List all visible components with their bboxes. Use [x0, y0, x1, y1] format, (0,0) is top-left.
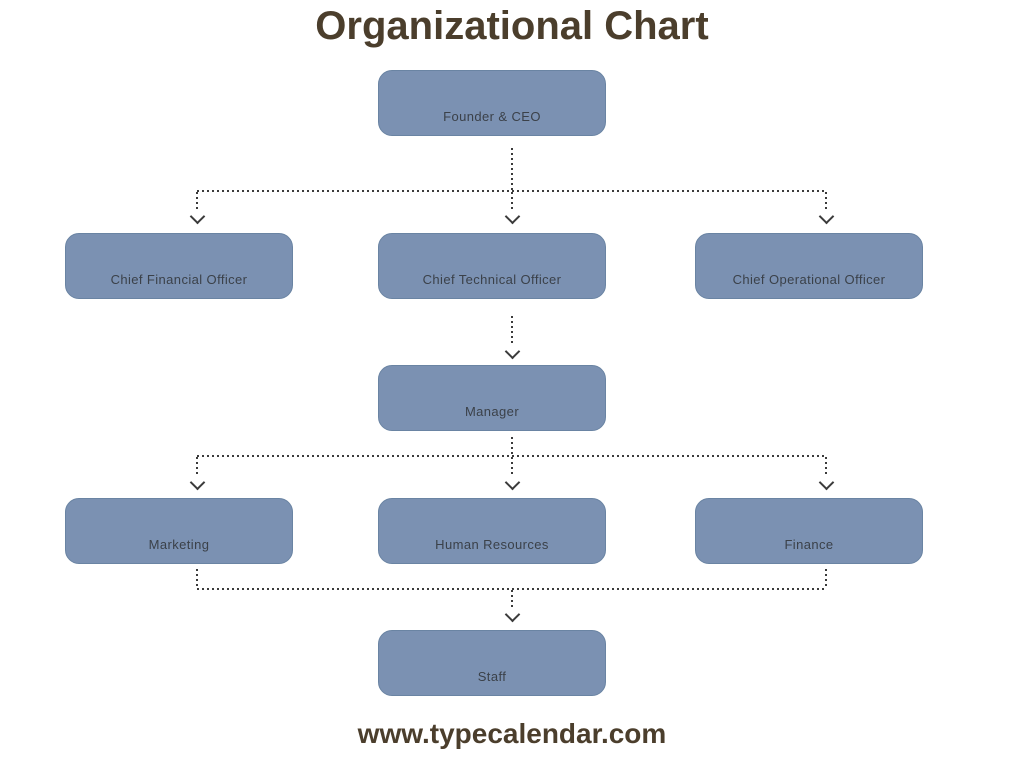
org-node-label: Finance — [784, 536, 834, 552]
connector-segment — [197, 588, 827, 590]
org-node-chief-operational-officer: Chief Operational Officer — [695, 233, 923, 299]
connector-segment — [511, 590, 513, 610]
arrowhead-down-icon — [818, 474, 835, 491]
org-node-founder-ceo: Founder & CEO — [378, 70, 606, 136]
org-node-label: Chief Technical Officer — [422, 271, 562, 287]
org-node-human-resources: Human Resources — [378, 498, 606, 564]
connector-segment — [511, 148, 513, 190]
connector-segment — [196, 192, 198, 212]
org-node-label: Human Resources — [435, 536, 549, 552]
connector-segment — [511, 457, 513, 477]
connector-segment — [825, 569, 827, 588]
org-node-staff: Staff — [378, 630, 606, 696]
connector-segment — [511, 316, 513, 346]
page-title: Organizational Chart — [315, 4, 709, 48]
org-node-label: Founder & CEO — [443, 108, 541, 124]
org-node-label: Staff — [477, 668, 507, 684]
org-node-chief-technical-officer: Chief Technical Officer — [378, 233, 606, 299]
arrowhead-down-icon — [189, 474, 206, 491]
connector-segment — [511, 192, 513, 212]
org-node-label: Chief Operational Officer — [732, 271, 886, 287]
org-node-marketing: Marketing — [65, 498, 293, 564]
arrowhead-down-icon — [504, 606, 521, 623]
connector-segment — [511, 437, 513, 455]
arrowhead-down-icon — [818, 208, 835, 225]
connector-segment — [196, 569, 198, 588]
org-node-manager: Manager — [378, 365, 606, 431]
arrowhead-down-icon — [504, 343, 521, 360]
connector-segment — [197, 190, 827, 192]
org-node-label: Chief Financial Officer — [110, 271, 248, 287]
arrowhead-down-icon — [189, 208, 206, 225]
connector-segment — [825, 457, 827, 477]
org-node-label: Marketing — [148, 536, 210, 552]
connector-segment — [197, 455, 827, 457]
footer-url: www.typecalendar.com — [357, 718, 667, 749]
arrowhead-down-icon — [504, 474, 521, 491]
arrowhead-down-icon — [504, 208, 521, 225]
org-node-chief-financial-officer: Chief Financial Officer — [65, 233, 293, 299]
connector-segment — [196, 457, 198, 477]
org-node-finance: Finance — [695, 498, 923, 564]
connector-segment — [825, 192, 827, 212]
org-node-label: Manager — [464, 403, 520, 419]
